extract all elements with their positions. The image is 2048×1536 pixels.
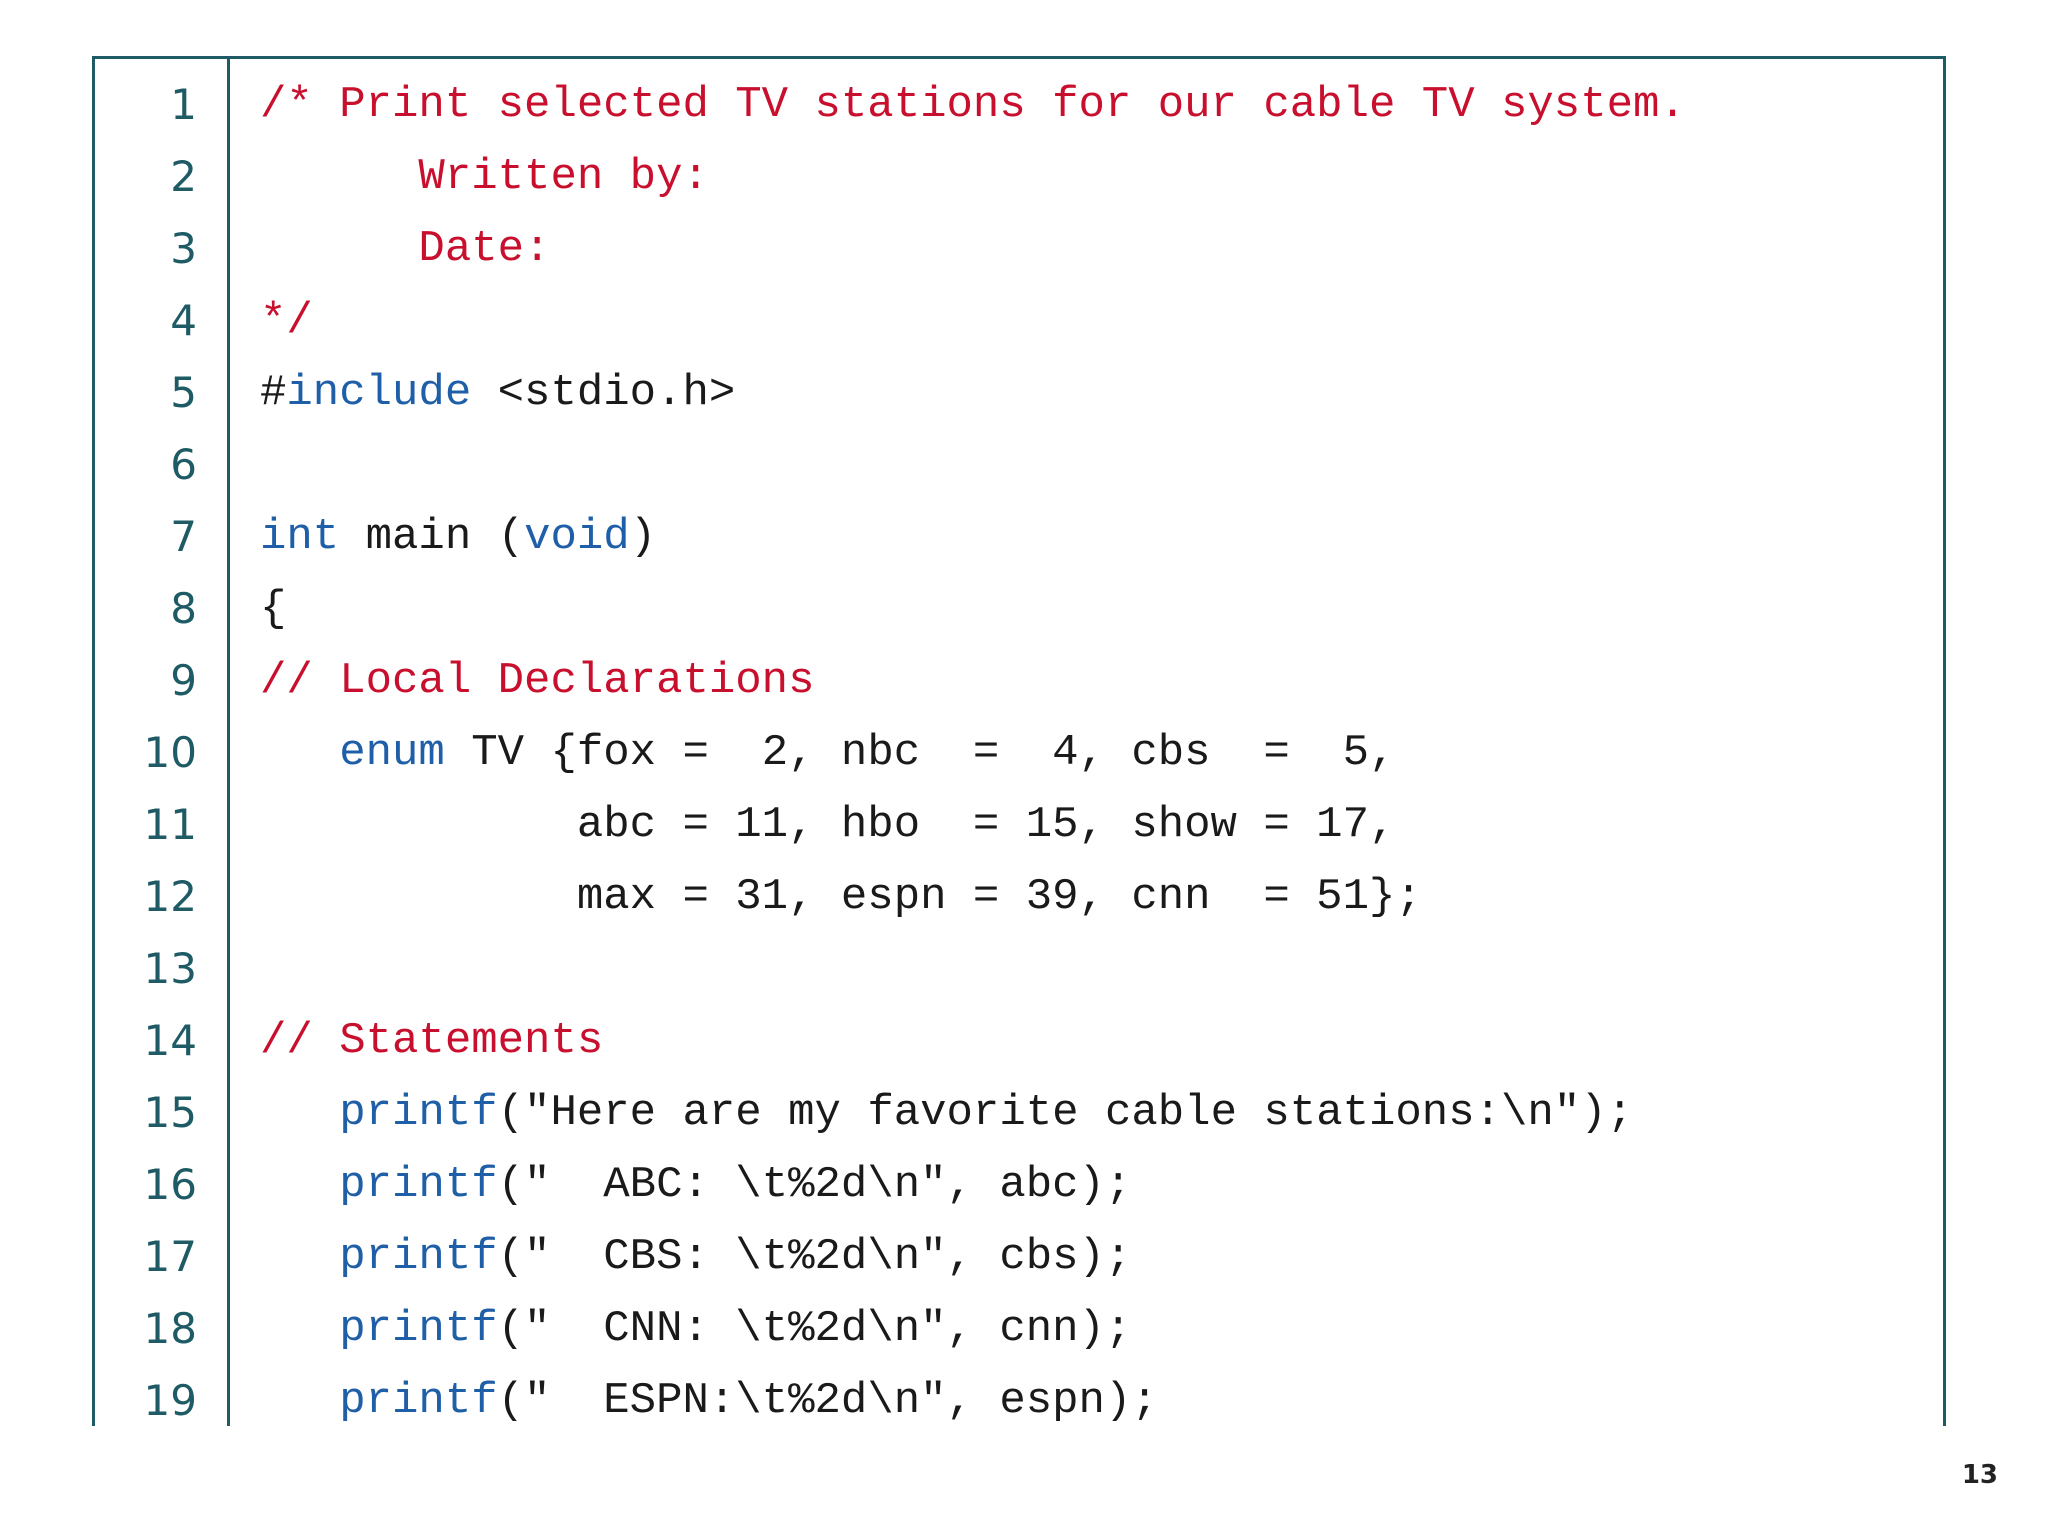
keyword-token: printf [339, 1304, 498, 1354]
code-line: 17 printf(" CBS: \t%2d\n", cbs); [95, 1221, 1943, 1293]
comment-token: */ [260, 296, 313, 346]
plain-token: main ( [339, 512, 525, 562]
comment-token: // Local Declarations [260, 656, 815, 706]
line-code: */ [260, 285, 313, 357]
line-number: 14 [143, 1016, 197, 1065]
keyword-token: printf [339, 1232, 498, 1282]
code-listing: 1 /* Print selected TV stations for our c… [92, 56, 1946, 1426]
plain-token: (" ESPN:\t%2d\n", espn); [497, 1376, 1158, 1426]
keyword-token: printf [339, 1088, 498, 1138]
keyword-token: include [286, 368, 472, 418]
line-code: max = 31, espn = 39, cnn = 51}; [260, 861, 1422, 933]
code-line: 1 /* Print selected TV stations for our c… [95, 69, 1943, 141]
line-code: printf(" ESPN:\t%2d\n", espn); [260, 1365, 1158, 1426]
comment-token: /* Print selected TV stations for our ca… [260, 80, 1686, 130]
line-number: 17 [143, 1232, 197, 1281]
code-line: 19 printf(" ESPN:\t%2d\n", espn); [95, 1365, 1943, 1426]
line-code: #include <stdio.h> [260, 357, 735, 429]
line-number: 5 [170, 368, 197, 417]
comment-token: // Statements [260, 1016, 604, 1066]
line-number: 11 [143, 800, 197, 849]
line-number: 15 [143, 1088, 197, 1137]
plain-token: ("Here are my favorite cable stations:\n… [497, 1088, 1634, 1138]
code-line: 8{ [95, 573, 1943, 645]
plain-token: # [260, 368, 287, 418]
code-line: 12 max = 31, espn = 39, cnn = 51}; [95, 861, 1943, 933]
code-line: 2 Written by: [95, 141, 1943, 213]
plain-token [260, 1304, 339, 1354]
line-code: Written by: [260, 141, 709, 213]
keyword-token: void [524, 512, 630, 562]
plain-token: { [260, 584, 287, 634]
plain-token: <stdio.h> [471, 368, 736, 418]
plain-token: (" CNN: \t%2d\n", cnn); [497, 1304, 1132, 1354]
code-line: 16 printf(" ABC: \t%2d\n", abc); [95, 1149, 1943, 1221]
code-line: 14 // Statements [95, 1005, 1943, 1077]
line-number: 10 [143, 728, 197, 777]
plain-token: (" ABC: \t%2d\n", abc); [497, 1160, 1132, 1210]
line-number: 12 [143, 872, 197, 921]
line-code: printf("Here are my favorite cable stati… [260, 1077, 1633, 1149]
line-number-divider [227, 59, 230, 1426]
line-code: { [260, 573, 286, 645]
line-number: 16 [143, 1160, 197, 1209]
line-number: 6 [170, 440, 197, 489]
line-number: 19 [143, 1376, 197, 1425]
line-number: 1 [170, 80, 197, 129]
line-code: enum TV {fox = 2, nbc = 4, cbs = 5, [260, 717, 1395, 789]
plain-token: (" CBS: \t%2d\n", cbs); [497, 1232, 1132, 1282]
plain-token: max = 31, espn = 39, cnn = 51}; [260, 872, 1422, 922]
keyword-token: printf [339, 1376, 498, 1426]
keyword-token: printf [339, 1160, 498, 1210]
plain-token [260, 728, 339, 778]
code-line: 7 int main (void) [95, 501, 1943, 573]
line-number: 2 [170, 152, 197, 201]
line-code: /* Print selected TV stations for our ca… [260, 69, 1686, 141]
code-line: 15 printf("Here are my favorite cable st… [95, 1077, 1943, 1149]
plain-token [260, 1232, 339, 1282]
comment-token: Date: [260, 224, 551, 274]
code-line: 13 [95, 933, 1943, 1005]
line-number: 4 [170, 296, 197, 345]
line-number: 7 [170, 512, 197, 561]
line-number: 3 [170, 224, 197, 273]
code-line: 6 [95, 429, 1943, 501]
line-code: printf(" CBS: \t%2d\n", cbs); [260, 1221, 1131, 1293]
keyword-token: int [260, 512, 340, 562]
code-line: 9 // Local Declarations [95, 645, 1943, 717]
keyword-token: enum [339, 728, 445, 778]
code-line: 11 abc = 11, hbo = 15, show = 17, [95, 789, 1943, 861]
code-line: 4 */ [95, 285, 1943, 357]
code-line: 5 #include <stdio.h> [95, 357, 1943, 429]
code-line: 10 enum TV {fox = 2, nbc = 4, cbs = 5, [95, 717, 1943, 789]
code-line: 3 Date: [95, 213, 1943, 285]
plain-token: ) [629, 512, 657, 562]
line-code: // Local Declarations [260, 645, 815, 717]
code-line: 18 printf(" CNN: \t%2d\n", cnn); [95, 1293, 1943, 1365]
line-code: abc = 11, hbo = 15, show = 17, [260, 789, 1396, 861]
comment-token: Written by: [260, 152, 709, 202]
line-code: Date: [260, 213, 550, 285]
plain-token [260, 1088, 339, 1138]
plain-token: abc = 11, hbo = 15, show = 17, [260, 800, 1396, 850]
page-number: 13 [1961, 1460, 1998, 1490]
line-number: 9 [170, 656, 197, 705]
plain-token: TV {fox = 2, nbc = 4, cbs = 5, [444, 728, 1396, 778]
line-number: 13 [143, 944, 197, 993]
plain-token [260, 1160, 339, 1210]
line-number: 8 [170, 584, 197, 633]
plain-token [260, 1376, 339, 1426]
line-code: int main (void) [260, 501, 656, 573]
line-code: printf(" CNN: \t%2d\n", cnn); [260, 1293, 1131, 1365]
line-code: // Statements [260, 1005, 603, 1077]
line-code: printf(" ABC: \t%2d\n", abc); [260, 1149, 1131, 1221]
line-number: 18 [143, 1304, 197, 1353]
